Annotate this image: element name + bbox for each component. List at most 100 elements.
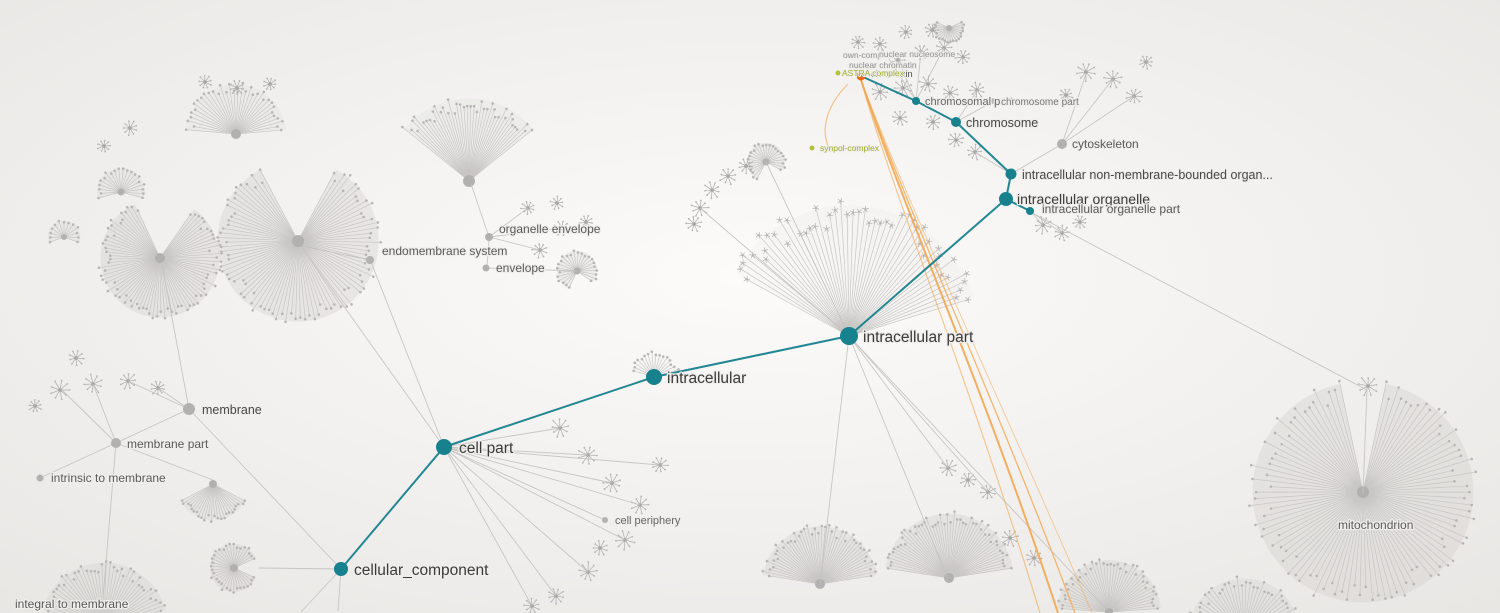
node-intracellular[interactable] bbox=[646, 369, 662, 385]
node-cluster-star[interactable] bbox=[685, 215, 703, 233]
star-center-node[interactable] bbox=[931, 120, 935, 124]
star-center-node[interactable] bbox=[878, 90, 882, 94]
cluster-center-node[interactable] bbox=[463, 175, 475, 187]
star-center-node[interactable] bbox=[710, 188, 714, 192]
node-cluster-star[interactable] bbox=[924, 23, 940, 38]
node-cluster-star[interactable] bbox=[263, 77, 277, 91]
star-center-node[interactable] bbox=[901, 86, 905, 90]
cluster-center-node[interactable] bbox=[230, 564, 238, 572]
node-cluster-star[interactable] bbox=[614, 530, 636, 551]
star-center-node[interactable] bbox=[726, 174, 730, 178]
node-cluster-star[interactable] bbox=[1054, 224, 1070, 242]
node-cluster-star[interactable] bbox=[954, 50, 970, 65]
node-cluster-star[interactable] bbox=[913, 44, 929, 61]
node-cluster-star[interactable] bbox=[690, 199, 710, 217]
star-center-node[interactable] bbox=[268, 82, 272, 86]
node-cluster-star[interactable] bbox=[892, 110, 908, 126]
node-intracellular-organelle[interactable] bbox=[999, 192, 1013, 206]
node-cluster-star[interactable] bbox=[97, 139, 111, 153]
cluster-center-node[interactable] bbox=[117, 188, 125, 196]
node-cluster-star[interactable] bbox=[1103, 70, 1123, 89]
node-nucleosome-chromatin[interactable] bbox=[856, 71, 866, 81]
node-chromosome-part[interactable] bbox=[991, 98, 997, 104]
node-intracellular-non-membrane-bounded-organelle[interactable] bbox=[1005, 168, 1017, 180]
star-center-node[interactable] bbox=[1144, 60, 1148, 64]
star-center-node[interactable] bbox=[1366, 384, 1370, 388]
node-cluster-star[interactable] bbox=[83, 373, 103, 394]
node-cytoskeleton[interactable] bbox=[1057, 139, 1067, 149]
node-cluster-star[interactable] bbox=[719, 168, 737, 186]
star-center-node[interactable] bbox=[954, 138, 958, 142]
star-center-node[interactable] bbox=[856, 40, 860, 44]
star-center-node[interactable] bbox=[904, 30, 908, 34]
node-cluster-star[interactable] bbox=[592, 539, 608, 556]
star-center-node[interactable] bbox=[898, 116, 902, 120]
node-endomembrane-system[interactable] bbox=[366, 256, 374, 264]
node-membrane-part[interactable] bbox=[111, 438, 121, 448]
star-center-node[interactable] bbox=[555, 201, 559, 205]
cluster-center-node[interactable] bbox=[292, 235, 304, 247]
node-astra-complex[interactable] bbox=[835, 70, 841, 76]
node-cluster-star[interactable] bbox=[578, 215, 593, 230]
star-center-node[interactable] bbox=[926, 82, 930, 86]
node-cluster-star[interactable] bbox=[1076, 63, 1096, 83]
node-cluster-star[interactable] bbox=[50, 379, 71, 401]
node-cluster-star[interactable] bbox=[198, 74, 212, 89]
cluster-center-node[interactable] bbox=[209, 480, 217, 488]
node-cluster-star[interactable] bbox=[1034, 216, 1052, 235]
star-center-node[interactable] bbox=[966, 478, 970, 482]
node-cluster-star[interactable] bbox=[1125, 88, 1143, 104]
node-cluster-star[interactable] bbox=[652, 457, 669, 473]
star-center-node[interactable] bbox=[584, 220, 588, 224]
cluster-center-node[interactable] bbox=[231, 129, 241, 139]
star-center-node[interactable] bbox=[102, 144, 106, 148]
cluster-center-node[interactable] bbox=[946, 25, 952, 31]
star-center-node[interactable] bbox=[1008, 536, 1012, 540]
node-chromosome[interactable] bbox=[951, 117, 961, 127]
star-center-node[interactable] bbox=[1064, 93, 1068, 97]
star-center-node[interactable] bbox=[598, 546, 602, 550]
node-cluster-star[interactable] bbox=[229, 79, 245, 96]
node-cluster-star[interactable] bbox=[1001, 529, 1019, 547]
node-cluster-star[interactable] bbox=[578, 561, 598, 582]
star-center-node[interactable] bbox=[58, 388, 62, 392]
star-center-node[interactable] bbox=[235, 86, 239, 90]
node-intracellular-organelle-part[interactable] bbox=[1026, 207, 1034, 215]
star-center-node[interactable] bbox=[878, 42, 882, 46]
node-intrinsic-to-membrane[interactable] bbox=[36, 474, 44, 482]
node-cluster-star[interactable] bbox=[898, 24, 913, 40]
star-center-node[interactable] bbox=[203, 80, 207, 84]
star-center-node[interactable] bbox=[128, 126, 132, 130]
cluster-center-node[interactable] bbox=[944, 573, 954, 583]
star-center-node[interactable] bbox=[692, 222, 696, 226]
cluster-center-node[interactable] bbox=[1105, 608, 1113, 613]
node-cellular-component[interactable] bbox=[334, 562, 348, 576]
node-cluster-star[interactable] bbox=[1072, 215, 1087, 229]
star-center-node[interactable] bbox=[744, 164, 748, 168]
star-center-node[interactable] bbox=[961, 55, 965, 59]
node-cluster-star[interactable] bbox=[122, 120, 138, 137]
star-center-node[interactable] bbox=[74, 356, 78, 360]
node-cell-part[interactable] bbox=[436, 439, 452, 455]
node-cluster-star[interactable] bbox=[851, 35, 866, 50]
node-cluster-star[interactable] bbox=[738, 157, 754, 175]
node-envelope[interactable] bbox=[482, 264, 490, 272]
node-chromosomal-part[interactable] bbox=[912, 97, 920, 105]
node-cluster-star[interactable] bbox=[704, 181, 720, 200]
node-membrane[interactable] bbox=[183, 403, 195, 415]
node-cluster-star[interactable] bbox=[959, 472, 977, 488]
node-cluster-star[interactable] bbox=[947, 132, 965, 148]
node-organelle-envelope[interactable] bbox=[485, 233, 493, 241]
node-cluster-star[interactable] bbox=[943, 85, 959, 102]
node-cluster-star[interactable] bbox=[549, 195, 564, 211]
cluster-center-node[interactable] bbox=[61, 234, 67, 240]
cluster-center-node[interactable] bbox=[155, 253, 165, 263]
star-center-node[interactable] bbox=[1084, 70, 1088, 74]
node-cluster-star[interactable] bbox=[918, 75, 937, 92]
star-center-node[interactable] bbox=[1078, 220, 1082, 224]
star-center-node[interactable] bbox=[33, 404, 37, 408]
node-cluster-star[interactable] bbox=[939, 459, 957, 477]
star-center-node[interactable] bbox=[1032, 556, 1036, 560]
